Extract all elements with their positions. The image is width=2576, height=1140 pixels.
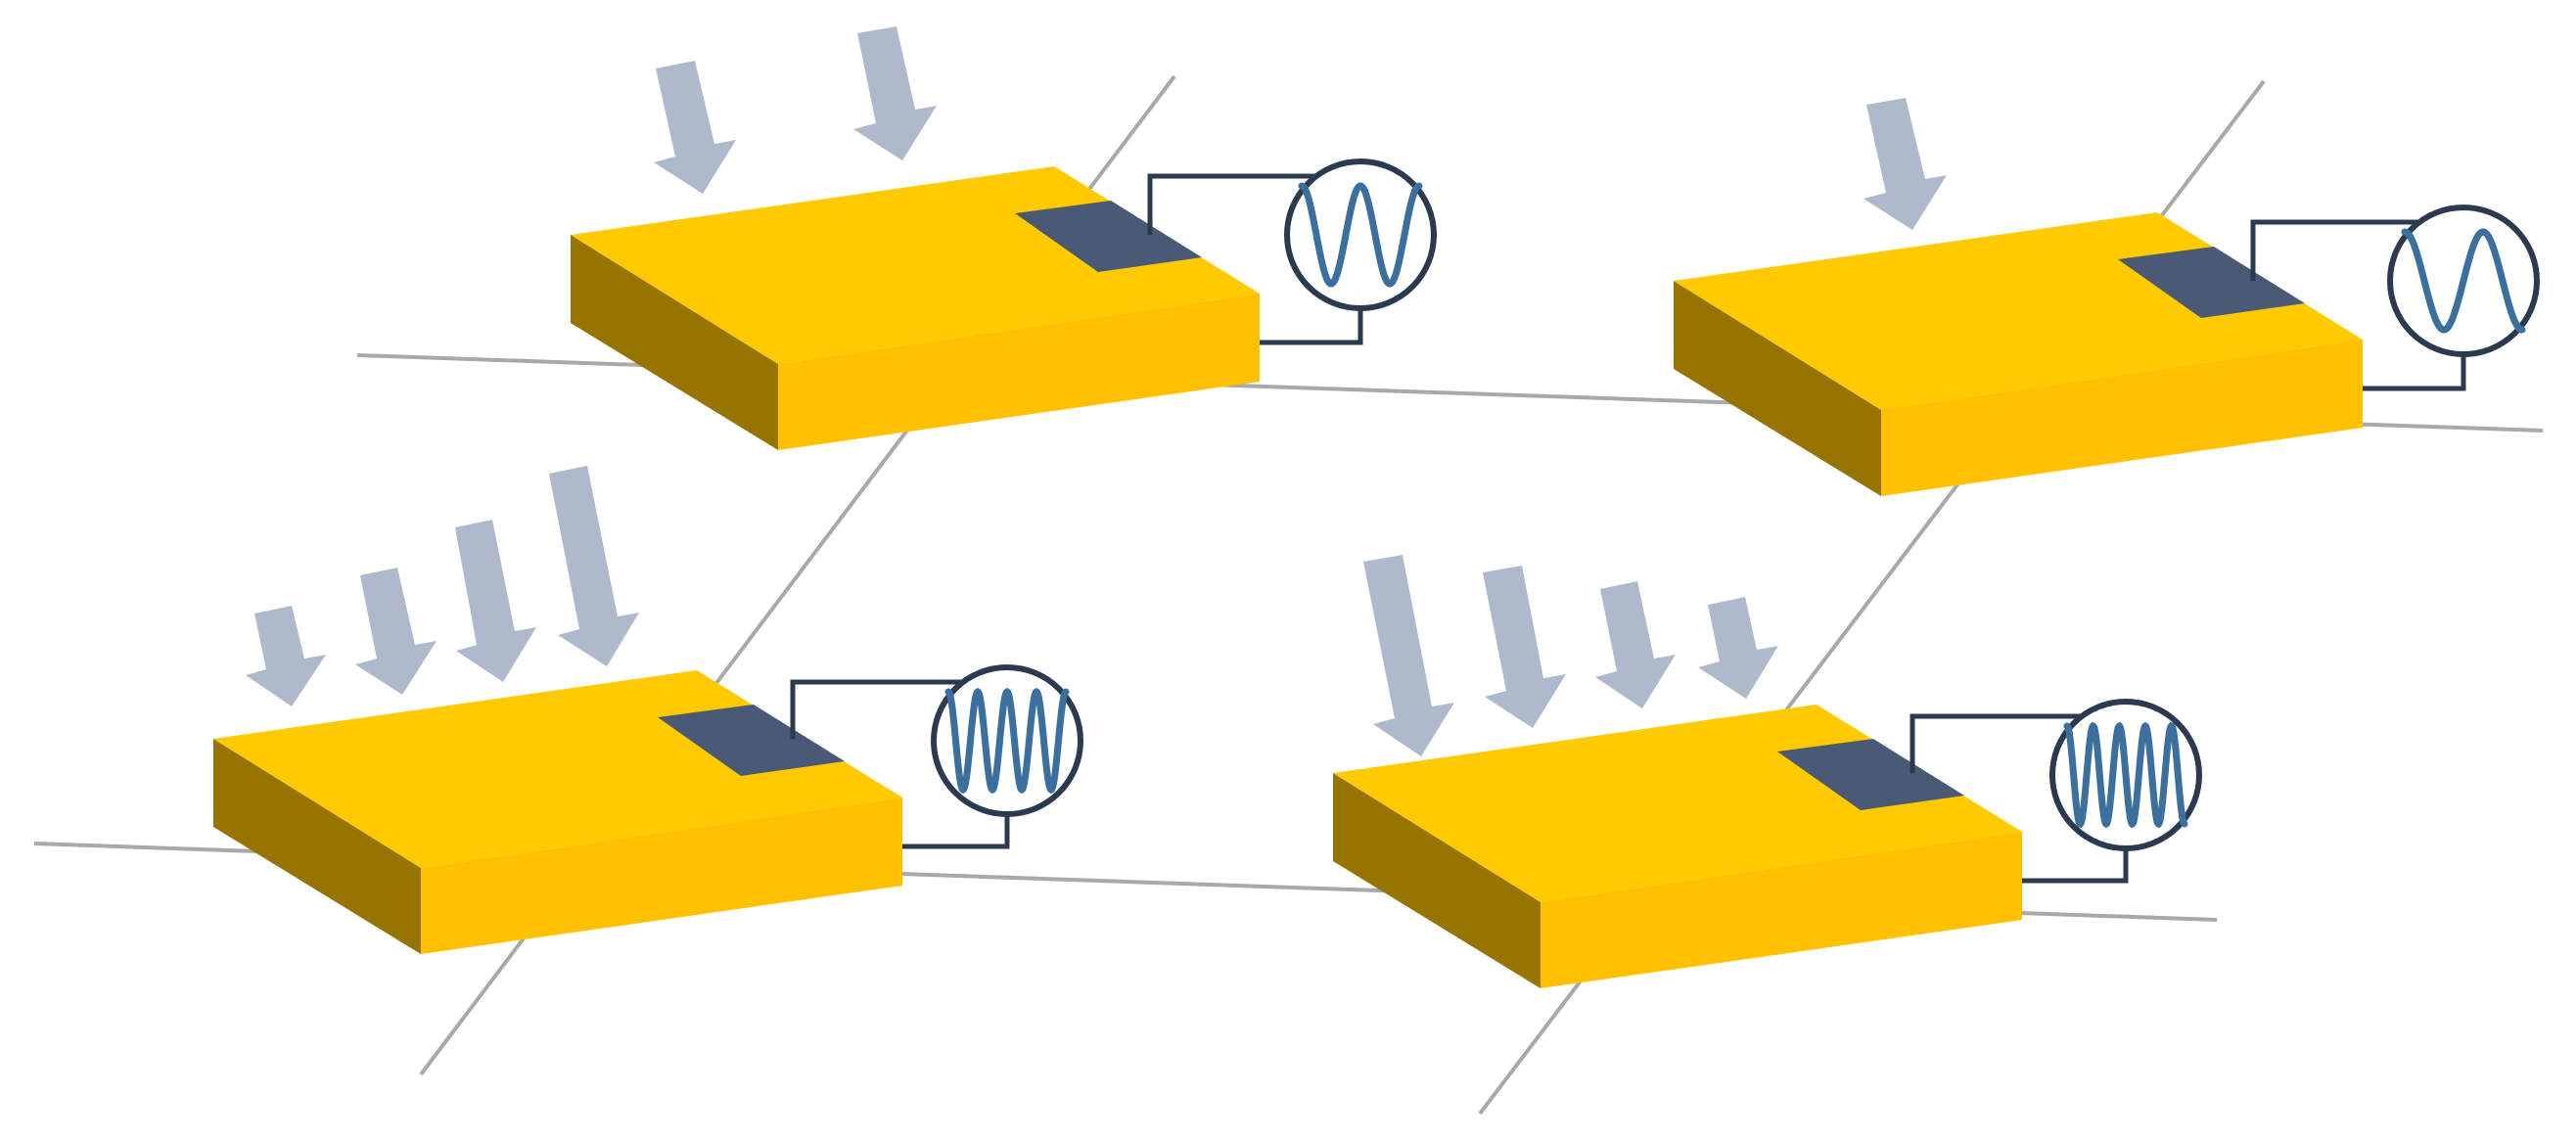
wire-bottom [902, 814, 1010, 849]
wire-top [1147, 173, 1321, 235]
plate-front-face [421, 798, 902, 954]
plate-bottom-right [1333, 705, 2022, 988]
meter-top-left [1147, 159, 1437, 345]
plate-front-face [1881, 340, 2363, 496]
wire-top [790, 679, 968, 739]
plate-front-face [778, 294, 1260, 450]
wire-top [1909, 713, 2087, 773]
signal-wave [2401, 228, 2526, 334]
force-arrow-icon [1698, 597, 1778, 699]
electrode-pad-icon [2118, 247, 2305, 318]
force-arrows [246, 26, 1947, 756]
electrode-pad-icon [1015, 201, 1202, 272]
force-arrow-icon [1863, 98, 1947, 230]
signal-wave [944, 687, 1070, 795]
force-arrow-icon [355, 568, 437, 695]
force-arrow-icon [549, 466, 639, 666]
plate-side-face [1333, 773, 1541, 988]
plate-side-face [571, 235, 778, 450]
plate-side-face [213, 739, 421, 954]
wire-top [2250, 219, 2424, 281]
meters [790, 159, 2540, 884]
electrode-pad-icon [658, 705, 845, 776]
signal-wave [2063, 721, 2188, 829]
plate-front-face [1541, 832, 2022, 988]
meter-bottom-left [790, 664, 1083, 849]
plate-top-right [1674, 212, 2363, 496]
force-arrow-icon [1363, 555, 1454, 756]
force-arrow-icon [455, 520, 536, 682]
meter-top-right [2250, 205, 2540, 391]
oscilloscope-icon [931, 664, 1083, 817]
plate-side-face [1674, 281, 1881, 496]
plates [213, 166, 2363, 988]
wire-bottom [2363, 354, 2466, 391]
electrode-pad-icon [1777, 739, 1964, 810]
force-arrow-icon [246, 606, 326, 707]
force-arrow-icon [1595, 581, 1676, 708]
force-arrow-icon [853, 26, 937, 160]
plate-bottom-left [213, 670, 902, 954]
force-arrow-icon [1483, 566, 1566, 728]
signal-wave [1298, 182, 1423, 288]
meter-bottom-right [1909, 699, 2202, 884]
plate-top-left [571, 166, 1260, 450]
wire-bottom [2022, 848, 2129, 884]
force-arrow-icon [654, 61, 736, 194]
wire-bottom [1260, 308, 1363, 345]
